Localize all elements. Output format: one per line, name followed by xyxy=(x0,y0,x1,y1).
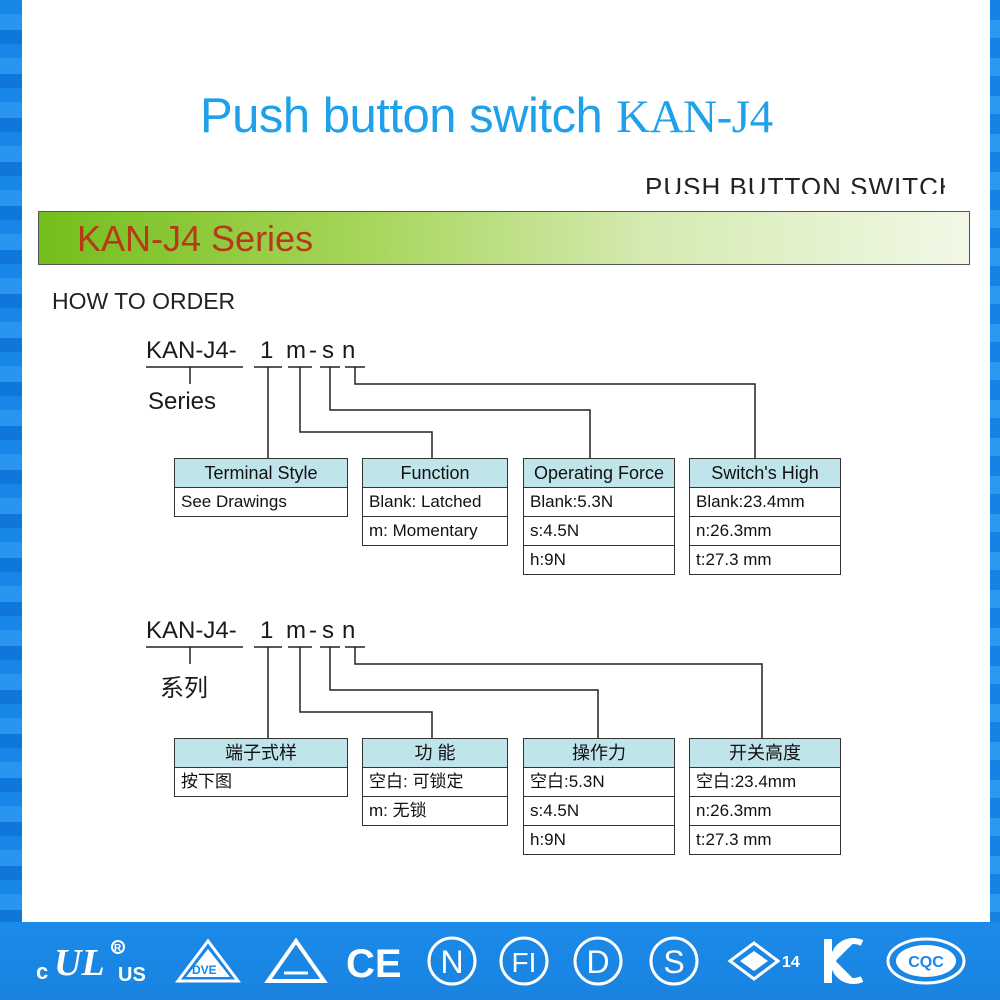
table-cell: Blank: Latched xyxy=(363,488,507,517)
series-label-en: Series xyxy=(148,388,217,415)
code-function: m xyxy=(286,337,306,364)
table-cell: 按下图 xyxy=(181,772,232,791)
table-cell: s:4.5N xyxy=(524,517,674,546)
table-header: 操作力 xyxy=(524,739,674,768)
table-cell: m: Momentary xyxy=(369,521,478,540)
svg-text:DVE: DVE xyxy=(192,963,217,977)
demko-icon: D xyxy=(570,935,626,987)
right-border-strip xyxy=(990,0,1000,922)
kc-icon xyxy=(818,935,870,987)
table-operating-force-cn: 操作力 空白:5.3N s:4.5N h:9N xyxy=(523,738,675,855)
cropped-heading: PUSH BUTTON SWITCH xyxy=(645,174,945,194)
svg-text:c: c xyxy=(36,959,48,984)
title-text: Push button switch xyxy=(200,89,603,143)
table-function-cn: 功 能 空白: 可锁定 m: 无锁 xyxy=(362,738,508,826)
code-force: s xyxy=(322,337,334,364)
code-prefix: KAN-J4- xyxy=(146,617,237,644)
table-operating-force: Operating Force Blank:5.3N s:4.5N h:9N xyxy=(523,458,675,575)
code-terminal: 1 xyxy=(260,617,274,644)
svg-text:R: R xyxy=(114,943,122,954)
order-code-en: KAN-J4- 1 m - s n xyxy=(146,337,386,367)
code-terminal: 1 xyxy=(260,337,274,364)
table-cell: n:26.3mm xyxy=(690,517,840,546)
code-dash: - xyxy=(309,337,317,364)
ce-icon: CE xyxy=(344,935,408,987)
code-dash: - xyxy=(309,617,317,644)
connector-function xyxy=(299,367,433,458)
code-prefix: KAN-J4- xyxy=(146,337,237,364)
enec-icon: 14 xyxy=(724,935,808,987)
table-function: Function Blank: Latched m: Momentary xyxy=(362,458,508,546)
code-force: s xyxy=(322,617,334,644)
table-switch-high-cn: 开关高度 空白:23.4mm n:26.3mm t:27.3 mm xyxy=(689,738,841,855)
table-cell: Blank:5.3N xyxy=(524,488,674,517)
table-cell: 空白:5.3N xyxy=(524,768,674,797)
table-header: Function xyxy=(363,459,507,488)
connector-force xyxy=(329,647,599,738)
table-header: 开关高度 xyxy=(690,739,840,768)
connector-height xyxy=(354,367,756,458)
table-cell: 空白: 可锁定 xyxy=(363,768,507,797)
cqc-icon: CQC xyxy=(884,935,968,987)
table-cell: h:9N xyxy=(530,550,566,569)
table-switch-high: Switch's High Blank:23.4mm n:26.3mm t:27… xyxy=(689,458,841,575)
series-banner: KAN-J4 Series xyxy=(38,211,970,265)
table-cell: See Drawings xyxy=(181,492,287,511)
svg-text:FI: FI xyxy=(512,947,537,978)
series-banner-title: KAN-J4 Series xyxy=(77,218,314,259)
table-cell: t:27.3 mm xyxy=(696,550,772,569)
svg-text:CE: CE xyxy=(346,942,402,986)
vde-icon: DVE xyxy=(172,935,244,987)
semko-icon: S xyxy=(646,935,702,987)
table-terminal-style: Terminal Style See Drawings xyxy=(174,458,348,517)
code-height: n xyxy=(342,337,356,364)
svg-text:US: US xyxy=(118,964,146,986)
table-header: Switch's High xyxy=(690,459,840,488)
table-cell: s:4.5N xyxy=(524,797,674,826)
table-cell: h:9N xyxy=(530,830,566,849)
table-header: Operating Force xyxy=(524,459,674,488)
nemko-icon: N xyxy=(424,935,480,987)
table-cell: t:27.3 mm xyxy=(696,830,772,849)
code-function: m xyxy=(286,617,306,644)
table-cell: m: 无锁 xyxy=(369,801,427,820)
how-to-order-heading: HOW TO ORDER xyxy=(52,288,236,314)
connector-function xyxy=(299,647,433,738)
table-header: 端子式样 xyxy=(175,739,347,768)
svg-text:D: D xyxy=(586,944,609,980)
series-label-cn: 系列 xyxy=(160,675,208,702)
title-model: KAN-J4 xyxy=(616,91,773,143)
svg-text:CQC: CQC xyxy=(908,954,944,971)
ul-icon: c UL R US xyxy=(34,935,152,987)
svg-text:UL: UL xyxy=(54,942,105,984)
table-cell: Blank:23.4mm xyxy=(690,488,840,517)
fimko-icon: FI xyxy=(496,935,552,987)
left-border-strip xyxy=(0,0,22,922)
connector-height xyxy=(354,647,763,738)
table-terminal-style-cn: 端子式样 按下图 xyxy=(174,738,348,797)
code-height: n xyxy=(342,617,356,644)
connector-force xyxy=(329,367,591,458)
svg-text:14: 14 xyxy=(782,954,800,971)
svg-text:N: N xyxy=(440,944,463,980)
order-code-cn: KAN-J4- 1 m - s n xyxy=(146,617,386,647)
table-cell: n:26.3mm xyxy=(690,797,840,826)
table-header: 功 能 xyxy=(363,739,507,768)
table-cell: 空白:23.4mm xyxy=(690,768,840,797)
triangle-icon xyxy=(264,935,328,987)
table-header: Terminal Style xyxy=(175,459,347,488)
svg-text:S: S xyxy=(663,944,684,980)
